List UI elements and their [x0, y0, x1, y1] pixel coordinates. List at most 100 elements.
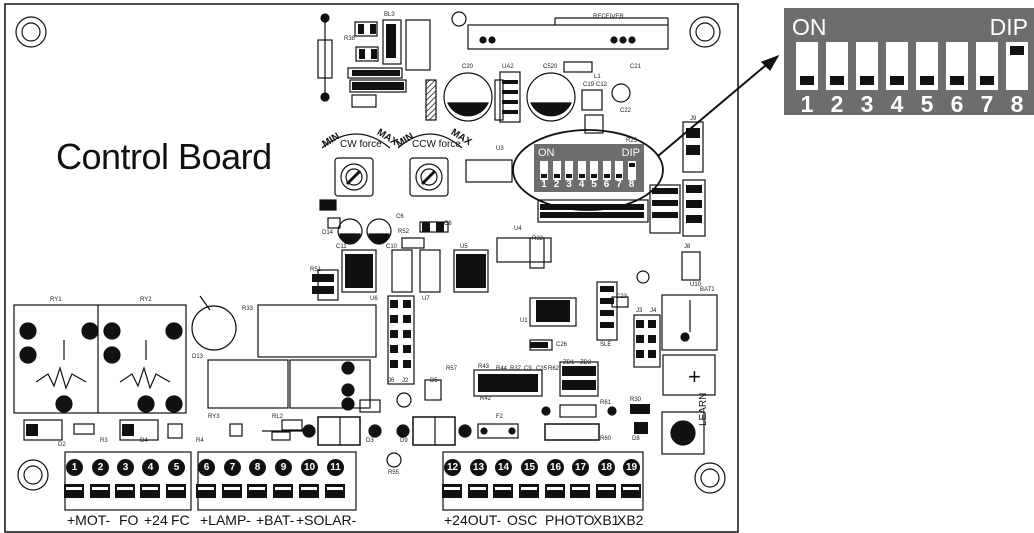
label-r38: R38: [344, 36, 356, 42]
board-dip-switch-8: [627, 161, 636, 180]
label-d9: D9: [400, 438, 408, 444]
label-u4: U4: [514, 226, 522, 232]
board-dip-switch-knob: [566, 174, 572, 178]
terminal-label-bat: +BAT-: [256, 512, 295, 528]
terminal-screw-15: [519, 484, 539, 498]
board-dip-switch-number: 1: [541, 179, 547, 190]
label-u10: U10: [690, 282, 702, 288]
dip-zoom-switch-6: [946, 42, 968, 90]
dip-zoom-switch-4: [886, 42, 908, 90]
board-dip-on-label: ON: [538, 147, 555, 159]
label-ry1: RY1: [50, 297, 62, 303]
dip-zoom-switch-number: 6: [950, 91, 964, 117]
label-bl3: BL3: [384, 12, 395, 18]
terminal-number-7: 7: [224, 459, 241, 476]
capacitor-c20: [443, 72, 493, 122]
board-dip-switch-number: 2: [553, 179, 560, 190]
dip-zoom-switch-7: [976, 42, 998, 90]
mounting-hole-tl: [15, 16, 47, 48]
label-r42: R42: [480, 396, 492, 402]
learn-button: [661, 411, 705, 455]
label-r44: R44: [496, 366, 508, 372]
terminal-number-6: 6: [198, 459, 215, 476]
terminal-label-24out: +24OUT-: [444, 512, 502, 528]
receiver-module: [467, 17, 669, 50]
dip-zoom-switch-number: 1: [800, 91, 814, 117]
relay-block: [13, 304, 187, 414]
dip-zoom-switch-knob: [800, 76, 814, 85]
label-j2: J2: [402, 378, 409, 384]
label-r4: R4: [196, 438, 204, 444]
label-r37: R37: [510, 366, 522, 372]
label-r62: R62: [548, 366, 560, 372]
trimmer-cw: [334, 157, 374, 197]
terminal-number-8: 8: [249, 459, 266, 476]
terminal-number-1: 1: [66, 459, 83, 476]
terminal-label-osc: OSC: [507, 512, 538, 528]
terminal-label-mot: +MOT-: [67, 512, 111, 528]
terminal-label-solar: +SOLAR-: [296, 512, 357, 528]
dip-zoom-switch-knob: [830, 76, 844, 85]
dip-zoom-switch-knob: [980, 76, 994, 85]
terminal-number-12: 12: [444, 459, 461, 476]
terminal-screw-12: [442, 484, 462, 498]
board-dip-switch-knob: [553, 174, 560, 178]
mounting-hole-bl: [17, 459, 49, 491]
board-dip-switch-number: 8: [628, 179, 635, 190]
board-dip-switch-3: [565, 161, 573, 180]
terminal-screw-14: [493, 484, 513, 498]
dip-zoom-switch-number: 7: [980, 91, 994, 117]
terminal-screw-11: [325, 484, 345, 498]
terminal-screw-10: [299, 484, 319, 498]
board-dip-switch-5: [590, 161, 598, 180]
trimmer-ccw: [409, 157, 449, 197]
label-d8: D8: [632, 436, 640, 442]
terminal-number-4: 4: [142, 459, 159, 476]
label-receiver: RECEIVER: [593, 14, 624, 20]
terminal-screw-5: [166, 484, 186, 498]
dip-zoom-switch-8: [1006, 42, 1028, 90]
label-u5: U5: [460, 244, 468, 250]
terminal-label-24: +24: [144, 512, 168, 528]
dip-zoom-switch-number: 2: [830, 91, 844, 117]
dip-zoom-switch-5: [916, 42, 938, 90]
terminal-screw-19: [621, 484, 641, 498]
label-c6: C6: [396, 214, 404, 220]
board-dip-switch-knob: [541, 174, 547, 178]
dip-zoom-switch-number: 5: [920, 91, 934, 117]
label-c23: C23: [616, 294, 628, 300]
board-dip-switch-number: 4: [578, 179, 585, 190]
label-u7: U7: [422, 296, 430, 302]
label-j3: J3: [636, 308, 643, 314]
label-c21: C21: [630, 64, 642, 70]
terminal-screw-17: [570, 484, 590, 498]
dip-zoom-dip-label: DIP: [989, 14, 1028, 40]
terminal-number-2: 2: [92, 459, 109, 476]
label-r43: R43: [478, 364, 490, 370]
terminal-screw-6: [196, 484, 216, 498]
dip-zoom-switch-number: 3: [860, 91, 874, 117]
label-d5: D5: [430, 378, 438, 384]
label-rl2: RL2: [272, 414, 284, 420]
label-j9: J9: [690, 116, 697, 122]
label-ua2: UA2: [502, 64, 514, 70]
terminal-block-2: [197, 451, 357, 511]
dip-zoom-switch-knob: [1010, 46, 1024, 55]
terminal-screw-7: [222, 484, 242, 498]
terminal-number-9: 9: [275, 459, 292, 476]
label-l1: L1: [594, 74, 601, 80]
label-j4: J4: [650, 308, 657, 314]
board-dip-switch-knob: [616, 174, 622, 178]
terminal-screw-8: [247, 484, 267, 498]
board-dip-switch-number: 3: [566, 179, 572, 190]
board-dip-dip-label: DIP: [621, 147, 640, 159]
label-r52: R52: [398, 229, 410, 235]
board-outline: [4, 3, 739, 533]
dip-zoom-switch-1: [796, 42, 818, 90]
terminal-screw-1: [64, 484, 84, 498]
dip-callout-arrow: [657, 59, 773, 157]
